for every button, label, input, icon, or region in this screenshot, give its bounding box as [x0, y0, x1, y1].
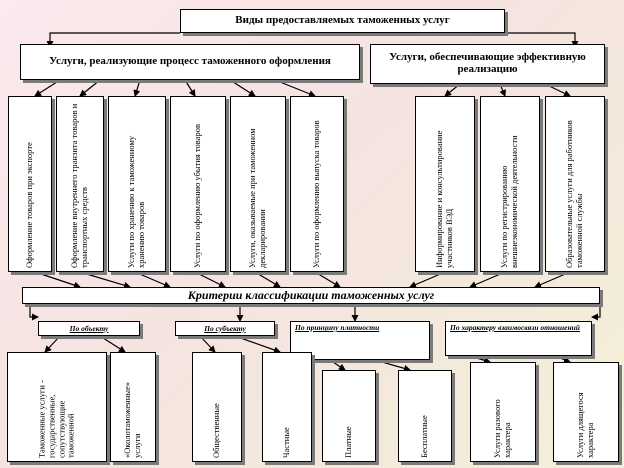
arrow-subject-2 — [234, 335, 281, 354]
category-process: Услуги, реализующие процесс таможенного … — [20, 44, 360, 80]
arrow-object-2 — [99, 335, 126, 353]
arrow-to-criteria-3 — [134, 271, 171, 288]
arrow-character-2 — [554, 355, 571, 364]
process-service-5-label: Услуги, оказываемые при таможенном декла… — [247, 128, 267, 268]
arrow-title-to-process — [46, 32, 180, 48]
leaf-public: Общественные — [192, 352, 242, 462]
leaf-near-customs-services-label: «Околотаможенные» услуги — [122, 382, 142, 458]
leaf-long-term-label: Услуги длящегося характера — [575, 392, 595, 458]
arrow-object-1 — [44, 335, 61, 353]
process-service-5: Услуги, оказываемые при таможенном декла… — [230, 96, 286, 272]
group-by-object: По объекту — [38, 321, 140, 336]
process-service-3-label: Услуги по хранению к таможенному хранени… — [126, 135, 146, 268]
support-service-3: Образовательные услуги для работников та… — [545, 96, 605, 272]
leaf-paid: Платные — [322, 370, 376, 462]
leaf-customs-services: Таможенные услуги - государственные, соп… — [7, 352, 107, 462]
arrow-payment-1 — [329, 359, 346, 371]
arrow-to-criteria-9 — [534, 271, 571, 288]
process-service-4: Услуги по оформлению убытия товаров — [170, 96, 226, 272]
process-service-2: Оформление внутреннего транзита товаров … — [56, 96, 104, 272]
group-by-payment: По принципу платности — [290, 321, 430, 360]
arrow-criteria-to-object — [29, 304, 39, 321]
leaf-private: Частные — [262, 352, 312, 462]
diagram-title: Виды предоставляемых таможенных услуг — [180, 9, 505, 33]
leaf-long-term: Услуги длящегося характера — [553, 362, 619, 462]
leaf-one-time-label: Услуги разового характера — [492, 399, 512, 458]
leaf-public-label: Общественные — [211, 403, 222, 458]
arrow-to-criteria-5 — [254, 271, 281, 288]
arrow-to-criteria-1 — [34, 271, 81, 289]
support-service-2-label: Услуги по регистрированию внешнеэкономич… — [499, 135, 519, 268]
leaf-private-label: Частные — [281, 427, 292, 458]
arrow-process-4 — [184, 79, 196, 97]
support-service-2: Услуги по регистрированию внешнеэкономич… — [480, 96, 540, 272]
arrow-to-criteria-4 — [194, 271, 226, 288]
process-service-3: Услуги по хранению к таможенному хранени… — [108, 96, 166, 272]
support-service-3-label: Образовательные услуги для работников та… — [564, 120, 584, 268]
arrow-character-1 — [469, 355, 491, 364]
leaf-near-customs-services: «Околотаможенные» услуги — [110, 352, 156, 462]
group-by-character: По характеру взаимосвязи отношений — [445, 321, 592, 356]
arrow-title-to-support — [505, 32, 579, 48]
arrow-process-5 — [229, 79, 256, 97]
arrow-support-3 — [544, 83, 571, 97]
leaf-one-time: Услуги разового характера — [470, 362, 536, 462]
arrow-to-criteria-7 — [409, 271, 446, 288]
leaf-customs-services-label: Таможенные услуги - государственные, соп… — [36, 380, 76, 458]
arrow-process-6 — [274, 79, 316, 98]
leaf-paid-label: Платные — [343, 426, 354, 458]
process-service-6: Услуги по оформлению выпуска товаров — [290, 96, 344, 272]
arrow-process-1 — [34, 79, 61, 97]
process-service-1-label: Оформление товаров при экспорте — [24, 142, 35, 268]
leaf-free: Бесплатные — [398, 370, 452, 462]
process-service-6-label: Услуги по оформлению выпуска товаров — [311, 120, 322, 268]
arrow-to-criteria-6 — [314, 271, 341, 288]
arrow-support-1 — [444, 83, 461, 97]
process-service-2-label: Оформление внутреннего транзита товаров … — [69, 103, 89, 268]
category-support: Услуги, обеспечивающие эффективную реали… — [370, 44, 605, 84]
support-service-1-label: Информирование и консультирование участн… — [434, 130, 454, 268]
arrow-to-criteria-8 — [469, 271, 506, 288]
arrow-criteria-to-character — [591, 304, 601, 321]
criteria-banner: Критерии классификации таможенных услуг — [22, 287, 600, 304]
arrow-support-2 — [499, 83, 506, 97]
support-service-1: Информирование и консультирование участн… — [415, 96, 475, 272]
group-by-subject: По субъекту — [175, 321, 275, 336]
arrow-process-2 — [79, 79, 101, 97]
arrow-process-3 — [133, 79, 141, 97]
process-service-4-label: Услуги по оформлению убытия товаров — [192, 124, 203, 268]
leaf-free-label: Бесплатные — [419, 415, 430, 458]
arrow-to-criteria-2 — [79, 271, 131, 289]
process-service-1: Оформление товаров при экспорте — [8, 96, 52, 272]
arrow-subject-1 — [199, 335, 216, 353]
arrow-payment-2 — [374, 359, 411, 372]
